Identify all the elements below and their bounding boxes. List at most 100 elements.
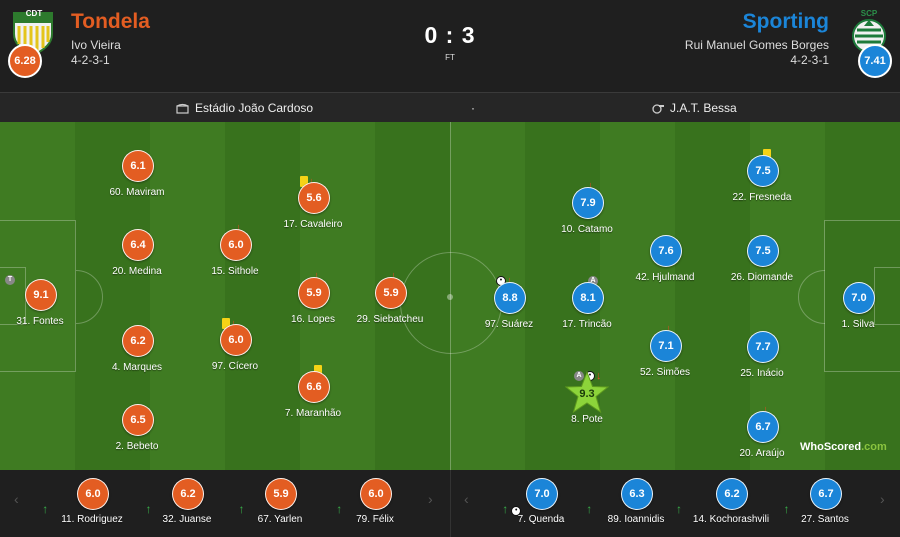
whistle-icon: [652, 103, 664, 114]
player-name: 26. Diomande: [730, 272, 794, 283]
player-rating: 6.0: [220, 229, 252, 261]
home-subs-next-icon[interactable]: ›: [428, 491, 433, 507]
sub-on-arrow-icon: ↑: [783, 502, 790, 516]
player-event-icons: [763, 149, 771, 160]
player-rating: 6.2: [122, 325, 154, 357]
yellow-card-icon: [300, 176, 308, 187]
sub-off-arrow-icon: ↓: [596, 370, 602, 382]
player-name: 60. Maviram: [109, 187, 165, 198]
player-rating: 9.1: [25, 279, 57, 311]
sub-off-arrow-icon: ↓: [763, 404, 769, 416]
home-team-rating: 6.28: [8, 44, 42, 78]
player-rating: 8.8: [494, 282, 526, 314]
player-event-icons: ↓: [236, 223, 242, 234]
player-rating: 7.0: [843, 282, 875, 314]
sub-off-arrow-icon: ↓: [314, 270, 320, 282]
sub-rating: 6.0: [360, 478, 392, 510]
player-rating: 6.6: [298, 371, 330, 403]
match-score: 0 : 3: [424, 22, 476, 48]
sub-on-arrow-icon: ↑: [676, 502, 682, 516]
assist-icon: A: [574, 371, 584, 381]
player-rating: 7.9: [572, 187, 604, 219]
away-subs-prev-icon[interactable]: ‹: [464, 491, 469, 507]
player-name: 31. Fontes: [16, 316, 64, 327]
player-marker[interactable]: ↓6.097. Cícero: [180, 318, 290, 390]
substitute-player[interactable]: 6.7 27. Santos ↑: [770, 478, 880, 533]
sub-rating: 6.7: [810, 478, 842, 510]
sub-on-arrow-icon: ↑: [586, 502, 593, 516]
player-rating: 5.6: [298, 182, 330, 214]
player-marker[interactable]: ↓5.617. Cavaleiro: [258, 176, 368, 248]
referee: J.A.T. Bessa: [652, 101, 737, 115]
sub-rating: 5.9: [265, 478, 297, 510]
sub-on-arrow-icon: ↑: [145, 502, 152, 516]
home-subs-prev-icon[interactable]: ‹: [14, 491, 19, 507]
player-name: 97. Cícero: [211, 361, 259, 372]
player-rating: 6.5: [122, 404, 154, 436]
yellow-card-icon: [314, 365, 322, 376]
player-event-icons: A: [588, 276, 598, 286]
sub-name: 27. Santos: [801, 514, 849, 525]
player-name: 97. Suárez: [484, 319, 534, 330]
away-formation: 4-2-3-1: [790, 53, 829, 67]
player-rating: 8.1: [572, 282, 604, 314]
sub-on-arrow-icon: ↑: [42, 502, 49, 516]
away-team-rating: 7.41: [858, 44, 892, 78]
whoscored-logo: WhoScored.com: [800, 441, 887, 453]
info-separator: ·: [471, 101, 475, 115]
match-info-bar: Estádio João Cardoso · J.A.T. Bessa: [0, 92, 900, 123]
player-rating: 6.1: [122, 150, 154, 182]
sub-name: 11. Rodriguez: [61, 514, 123, 525]
player-marker[interactable]: 6.1 60. Maviram: [82, 150, 192, 216]
player-event-icons: ↓: [300, 176, 315, 187]
sub-name: 67. Yarlen: [257, 514, 303, 525]
goal-ball-icon: •: [511, 506, 522, 516]
home-penalty-box: [0, 220, 76, 372]
assist-icon: A: [588, 276, 598, 286]
away-subs-next-icon[interactable]: ›: [880, 491, 885, 507]
home-team-name[interactable]: Tondela: [71, 10, 150, 33]
substitute-player[interactable]: 5.9 67. Yarlen ↑: [225, 478, 335, 533]
sub-name: 79. Félix: [356, 514, 394, 525]
player-event-icons: T: [5, 275, 15, 285]
player-name: 42. Hjulmand: [635, 272, 695, 283]
subs-divider: [450, 470, 451, 537]
sub-on-arrow-icon: ↑: [502, 502, 509, 516]
away-team-name[interactable]: Sporting: [742, 10, 829, 33]
match-header: CDT 6.28 Tondela Ivo Vieira 4-2-3-1 0 : …: [0, 0, 900, 92]
sub-off-arrow-icon: ↓: [231, 318, 237, 329]
man-of-the-match-star-icon: [565, 371, 609, 413]
player-event-icons: ↓: [588, 181, 594, 192]
player-marker[interactable]: T 9.1 31. Fontes: [0, 275, 95, 345]
brand-dot: .com: [861, 441, 887, 453]
player-name: 17. Trincão: [562, 319, 612, 330]
sub-on-arrow-icon: ↑: [238, 502, 245, 516]
sub-off-arrow-icon: ↓: [391, 270, 397, 282]
player-event-icons: ↓: [222, 318, 237, 329]
